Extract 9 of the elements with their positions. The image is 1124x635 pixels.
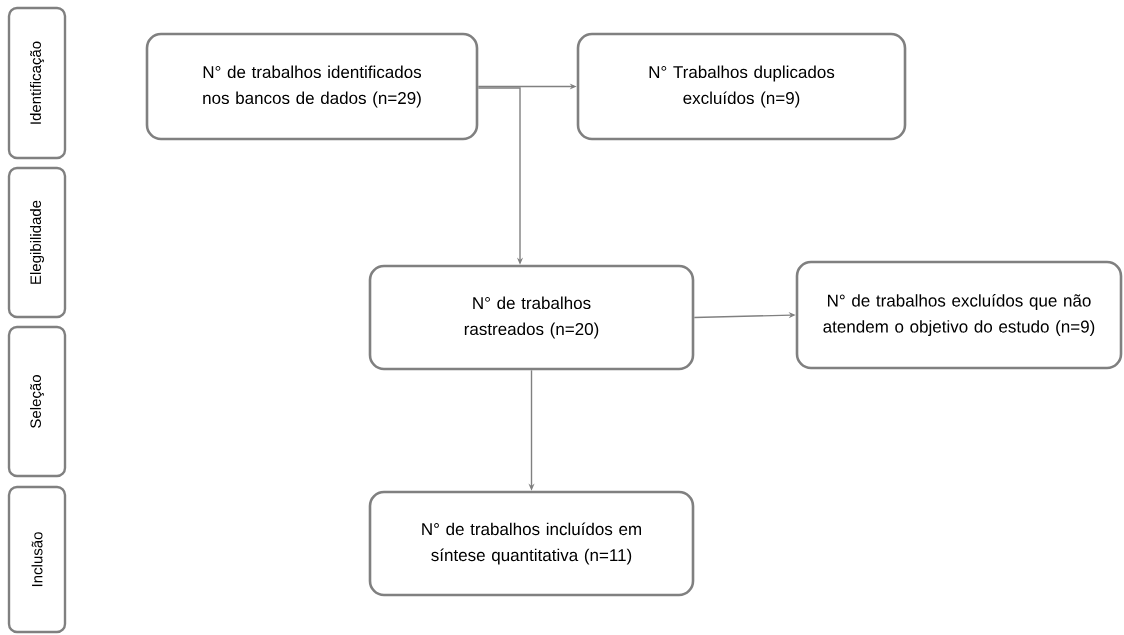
stage-label: Inclusão bbox=[7, 485, 67, 634]
process-box: N° Trabalhos duplicados excluídos (n=9) bbox=[576, 32, 907, 141]
process-box: N° de trabalhos excluídos que não atendem o objetivo do estudo (n=9) bbox=[795, 260, 1123, 370]
process-box: N° de trabalhos rastreados (n=20) bbox=[368, 264, 695, 371]
process-box: N° de trabalhos identificados nos bancos de dados (n=29) bbox=[145, 32, 479, 141]
stage-label: Elegibilidade bbox=[7, 166, 67, 319]
stage-label: Identificação bbox=[7, 6, 67, 160]
process-box: N° de trabalhos incluídos em síntese quantitativa (n=11) bbox=[368, 490, 695, 597]
stage-label: Seleção bbox=[7, 325, 67, 478]
